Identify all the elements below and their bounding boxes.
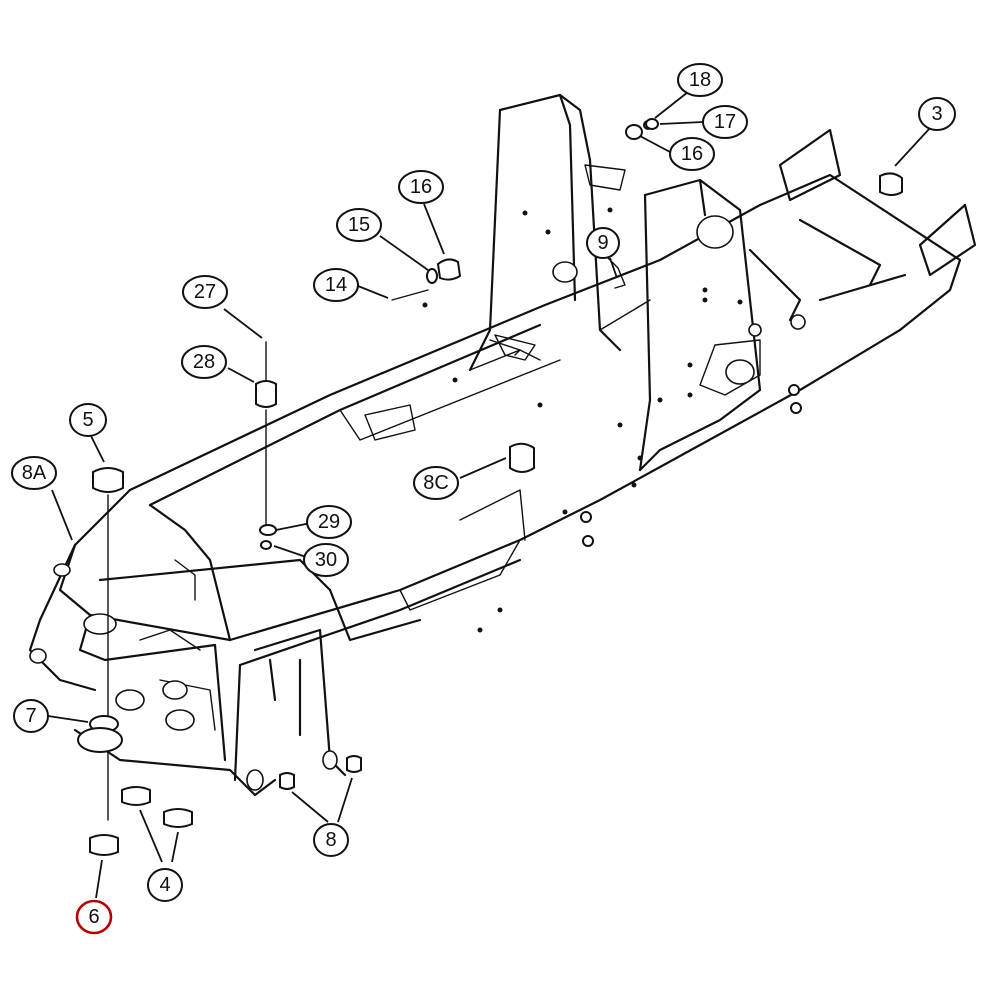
bushing-4a-part [121,786,151,806]
callout-30[interactable]: 30 [303,543,349,577]
callout-16-lower-label: 16 [410,176,432,198]
callout-30-label: 30 [315,549,337,571]
callout-14-label: 14 [325,274,347,296]
callout-8c-label: 8C [423,472,449,494]
callout-8[interactable]: 8 [313,823,349,857]
callout-17-label: 17 [714,111,736,133]
exploded-parts [77,118,903,856]
callout-15-label: 15 [348,214,370,236]
callout-29-label: 29 [318,511,340,533]
callout-8a-label: 8A [22,462,47,484]
bushing-8a-part [279,772,295,790]
pivot-ring-part [77,727,123,753]
callout-6-highlighted[interactable]: 6 [75,899,113,935]
callout-16-upper[interactable]: 16 [669,137,715,171]
callout-7[interactable]: 7 [13,699,49,733]
bolt-head-c [580,511,592,523]
main-frame-drawing [28,93,977,797]
callout-4[interactable]: 4 [147,868,183,902]
callout-3[interactable]: 3 [918,97,956,131]
callout-16-lower[interactable]: 16 [398,170,444,204]
bushing-28-part [255,380,277,408]
washer-17-part [645,118,659,130]
bushing-16-upper-part [625,124,643,140]
callout-5-label: 5 [82,409,93,431]
callout-27-label: 27 [194,281,216,303]
callout-7-label: 7 [25,705,36,727]
callout-18[interactable]: 18 [677,63,723,97]
callout-28[interactable]: 28 [181,345,227,379]
washer-15-part [426,268,438,284]
callout-8a[interactable]: 8A [11,456,57,490]
bushing-8c-part [509,442,535,473]
callout-18-label: 18 [689,69,711,91]
callout-5[interactable]: 5 [69,403,107,437]
bushing-8b-part [346,755,362,773]
bushing-16-part [436,258,462,281]
callout-28-label: 28 [193,351,215,373]
callouts: 18 17 16 3 16 15 14 9 [11,63,956,935]
washer-29-part [259,524,277,536]
callout-27[interactable]: 27 [182,275,228,309]
bushing-3-part [879,172,903,196]
nut-30-part [260,540,272,550]
bushing-6-part [89,834,119,856]
bushing-5-part [92,467,124,493]
callout-15[interactable]: 15 [336,208,382,242]
callout-16-upper-label: 16 [681,143,703,165]
bolt-head-b [790,402,802,414]
callout-8-label: 8 [325,829,336,851]
callout-3-label: 3 [931,103,942,125]
callout-9[interactable]: 9 [586,227,620,259]
callout-6-label: 6 [88,906,99,928]
bushing-4b-part [163,808,193,828]
callout-17[interactable]: 17 [702,105,748,139]
callout-29[interactable]: 29 [306,505,352,539]
bolt-head-a [788,384,800,396]
callout-8c[interactable]: 8C [413,466,459,500]
bolt-head-d [582,535,594,547]
bolt-14-part [391,289,429,301]
callout-14[interactable]: 14 [313,268,359,302]
callout-4-label: 4 [159,874,170,896]
callout-9-label: 9 [597,232,608,254]
leader-lines [47,91,931,899]
